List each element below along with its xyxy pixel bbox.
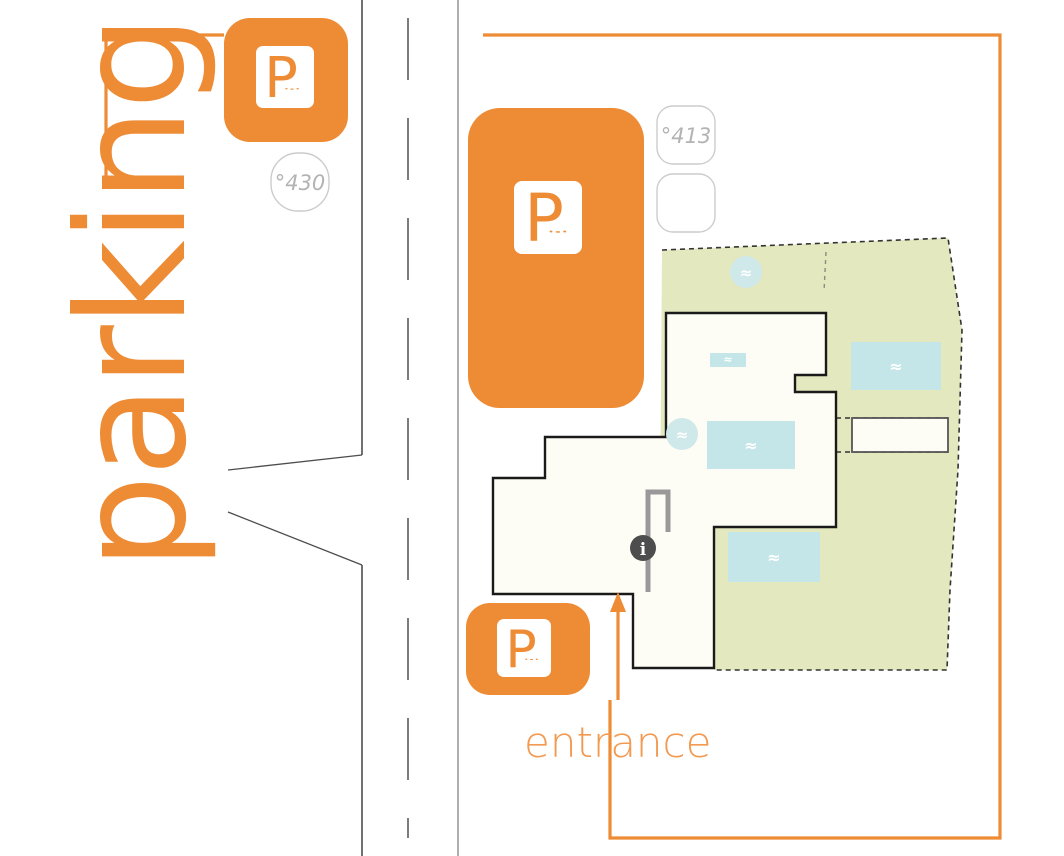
water-area-south-pool: ≈ <box>728 532 820 582</box>
entrance-arrow-head <box>610 592 626 612</box>
water-marker-garden[interactable]: ≈ <box>730 256 762 288</box>
right-bracket-connector <box>483 33 1002 840</box>
water-glyph: ≈ <box>767 548 780 567</box>
parking-icon-top-left[interactable]: P <box>224 18 348 142</box>
road-network <box>227 0 459 856</box>
marker-430[interactable]: °430 <box>270 152 330 212</box>
water-marker-courtyard[interactable]: ≈ <box>666 418 698 450</box>
marker-blank[interactable] <box>656 173 716 233</box>
water-glyph: ≈ <box>723 353 732 366</box>
marker-blank-shape <box>656 173 716 233</box>
water-areas-group: ≈ ≈ ≈ ≈ <box>707 342 941 582</box>
parking-sign-plate <box>256 46 314 108</box>
water-glyph: ≈ <box>744 436 757 455</box>
parking-icon-lower[interactable]: P <box>466 603 590 695</box>
parking-badge-bg <box>468 108 644 408</box>
marker-430-shape <box>270 152 330 212</box>
water-glyph: ≈ <box>889 357 902 376</box>
water-marker-glyph: ≈ <box>740 264 753 282</box>
parking-letter: P <box>505 620 536 680</box>
parking-sign-plate <box>497 619 551 677</box>
parcel-divider-north <box>823 251 827 293</box>
left-bracket-connector <box>104 33 224 187</box>
entrance-label: entrance <box>524 718 712 767</box>
water-area-small-north: ≈ <box>710 353 746 367</box>
marker-413-shape <box>656 105 716 165</box>
parking-icon-main-lot[interactable]: P <box>468 108 644 408</box>
entrance-arrow <box>610 592 626 700</box>
parking-letter: P <box>264 46 298 111</box>
side-street-lower-edge <box>227 511 363 566</box>
parking-title-label: parking <box>46 16 220 570</box>
marker-413-label: °413 <box>661 124 712 148</box>
side-street-upper-edge <box>227 454 363 471</box>
info-glyph: i <box>640 540 647 560</box>
building-footprint-group <box>491 311 949 670</box>
water-marker-glyph: ≈ <box>676 426 689 444</box>
water-area-central-pool: ≈ <box>707 421 795 469</box>
marker-413[interactable]: °413 <box>656 105 716 165</box>
annex-building-east <box>851 417 949 453</box>
parking-letter: P <box>524 180 564 257</box>
water-area-east-pool: ≈ <box>851 342 941 390</box>
info-marker[interactable]: i <box>630 535 656 561</box>
marker-430-label: °430 <box>275 171 326 195</box>
orange-frames <box>104 33 1002 840</box>
